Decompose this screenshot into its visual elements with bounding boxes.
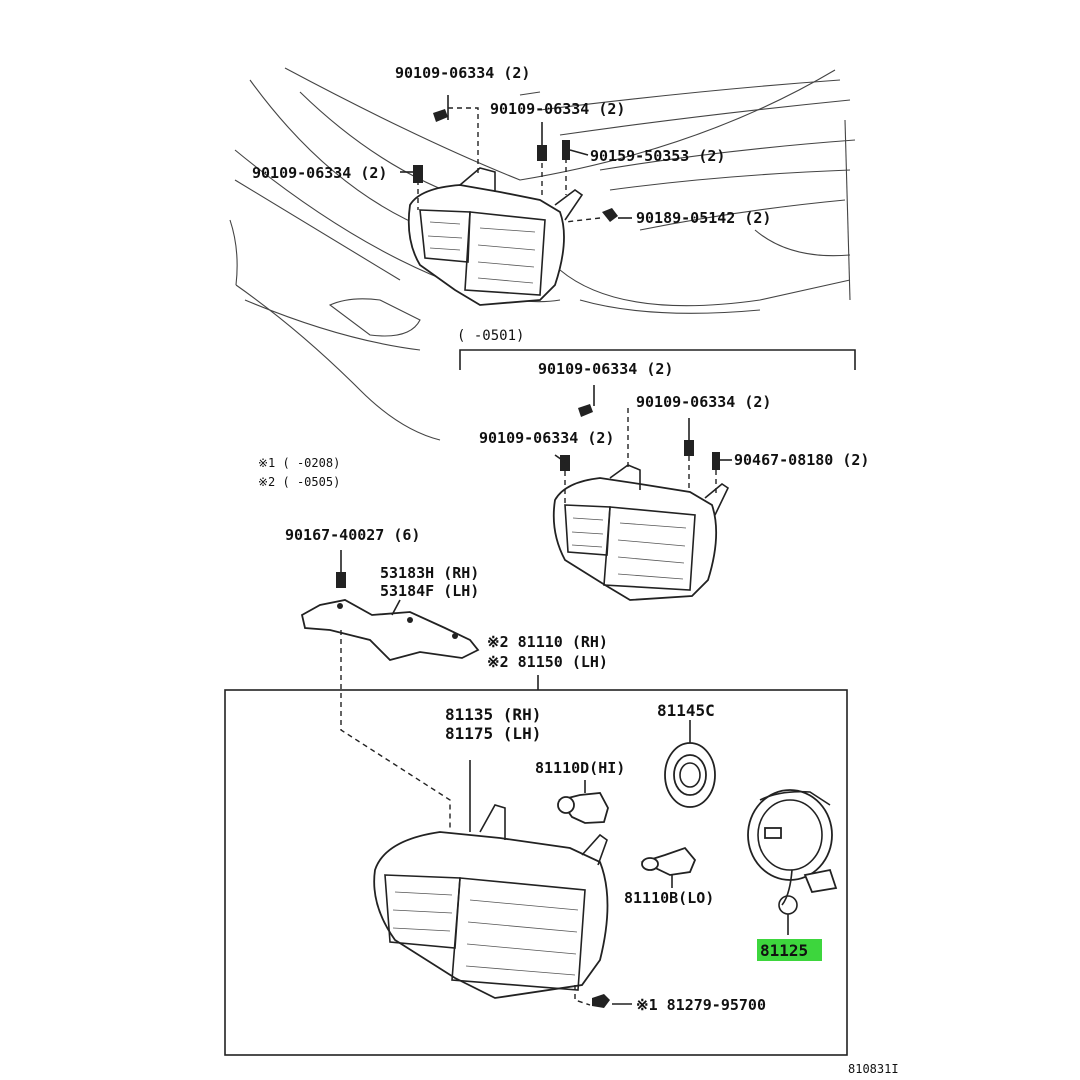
bulb-hi [557,780,609,824]
part-highlight [757,939,822,961]
part-label-top-clip: 90189-05142 (2) [636,209,771,227]
middle-fasteners [554,385,732,505]
bolt-icon [433,109,448,122]
part-label-mid-screw: 90467-08180 (2) [734,451,869,469]
part-label-lens-lh: 81175 (LH) [445,724,541,743]
part-label-top-bolt-2: 90109-06334 (2) [490,100,625,118]
part-label-top-bolt-3: 90109-06334 (2) [252,164,387,182]
headlamp-middle [552,464,730,601]
bolt-icon [537,145,547,161]
vehicle-body-outline [229,67,856,441]
bolt-icon [578,404,593,417]
part-label-assy-rh: ※2 81110 (RH) [487,633,608,651]
note-2: ※2 ( -0505) [258,475,340,489]
screw-icon [712,452,720,470]
part-label-cover: 81145C [657,701,715,720]
bulb-lo [640,846,697,888]
bottom-screw [574,985,632,1008]
bolt-icon [336,572,346,588]
part-label-screw-bottom: ※1 81279-95700 [636,996,766,1014]
part-label-lens-rh: 81135 (RH) [445,705,541,724]
part-label-mid-bolt-3: 90109-06334 (2) [479,429,614,447]
bulb-socket [747,789,838,935]
screw-icon [562,140,570,160]
part-label-bulb-lo: 81110B(LO) [624,889,714,907]
note-1: ※1 ( -0208) [258,456,340,470]
bolt-icon [413,165,423,183]
headlamp-bracket [300,550,480,830]
part-label-bulb-hi: 81110D(HI) [535,759,625,777]
assembly-box [224,689,848,1056]
part-label-socket: 81125 [760,941,808,960]
headlamp-top [407,167,584,306]
part-label-mid-bolt-2: 90109-06334 (2) [636,393,771,411]
range-box-bracket [459,349,856,370]
part-label-bracket-bolt: 90167-40027 (6) [285,526,420,544]
part-label-top-bolt-1: 90109-06334 (2) [395,64,530,82]
part-label-bracket-lh: 53184F (LH) [380,582,479,600]
headlamp-bottom [373,760,609,999]
figure-id: 810831I [848,1062,899,1076]
bolt-icon [560,455,570,471]
range-box-label: ( -0501) [457,328,524,344]
bolt-icon [684,440,694,456]
part-label-assy-lh: ※2 81150 (LH) [487,653,608,671]
screw-icon [592,994,610,1008]
part-label-bracket-rh: 53183H (RH) [380,564,479,582]
part-label-top-screw: 90159-50353 (2) [590,147,725,165]
dust-cover [664,720,716,808]
top-fasteners [400,95,632,223]
clip-icon [602,208,618,222]
part-label-mid-bolt-1: 90109-06334 (2) [538,360,673,378]
